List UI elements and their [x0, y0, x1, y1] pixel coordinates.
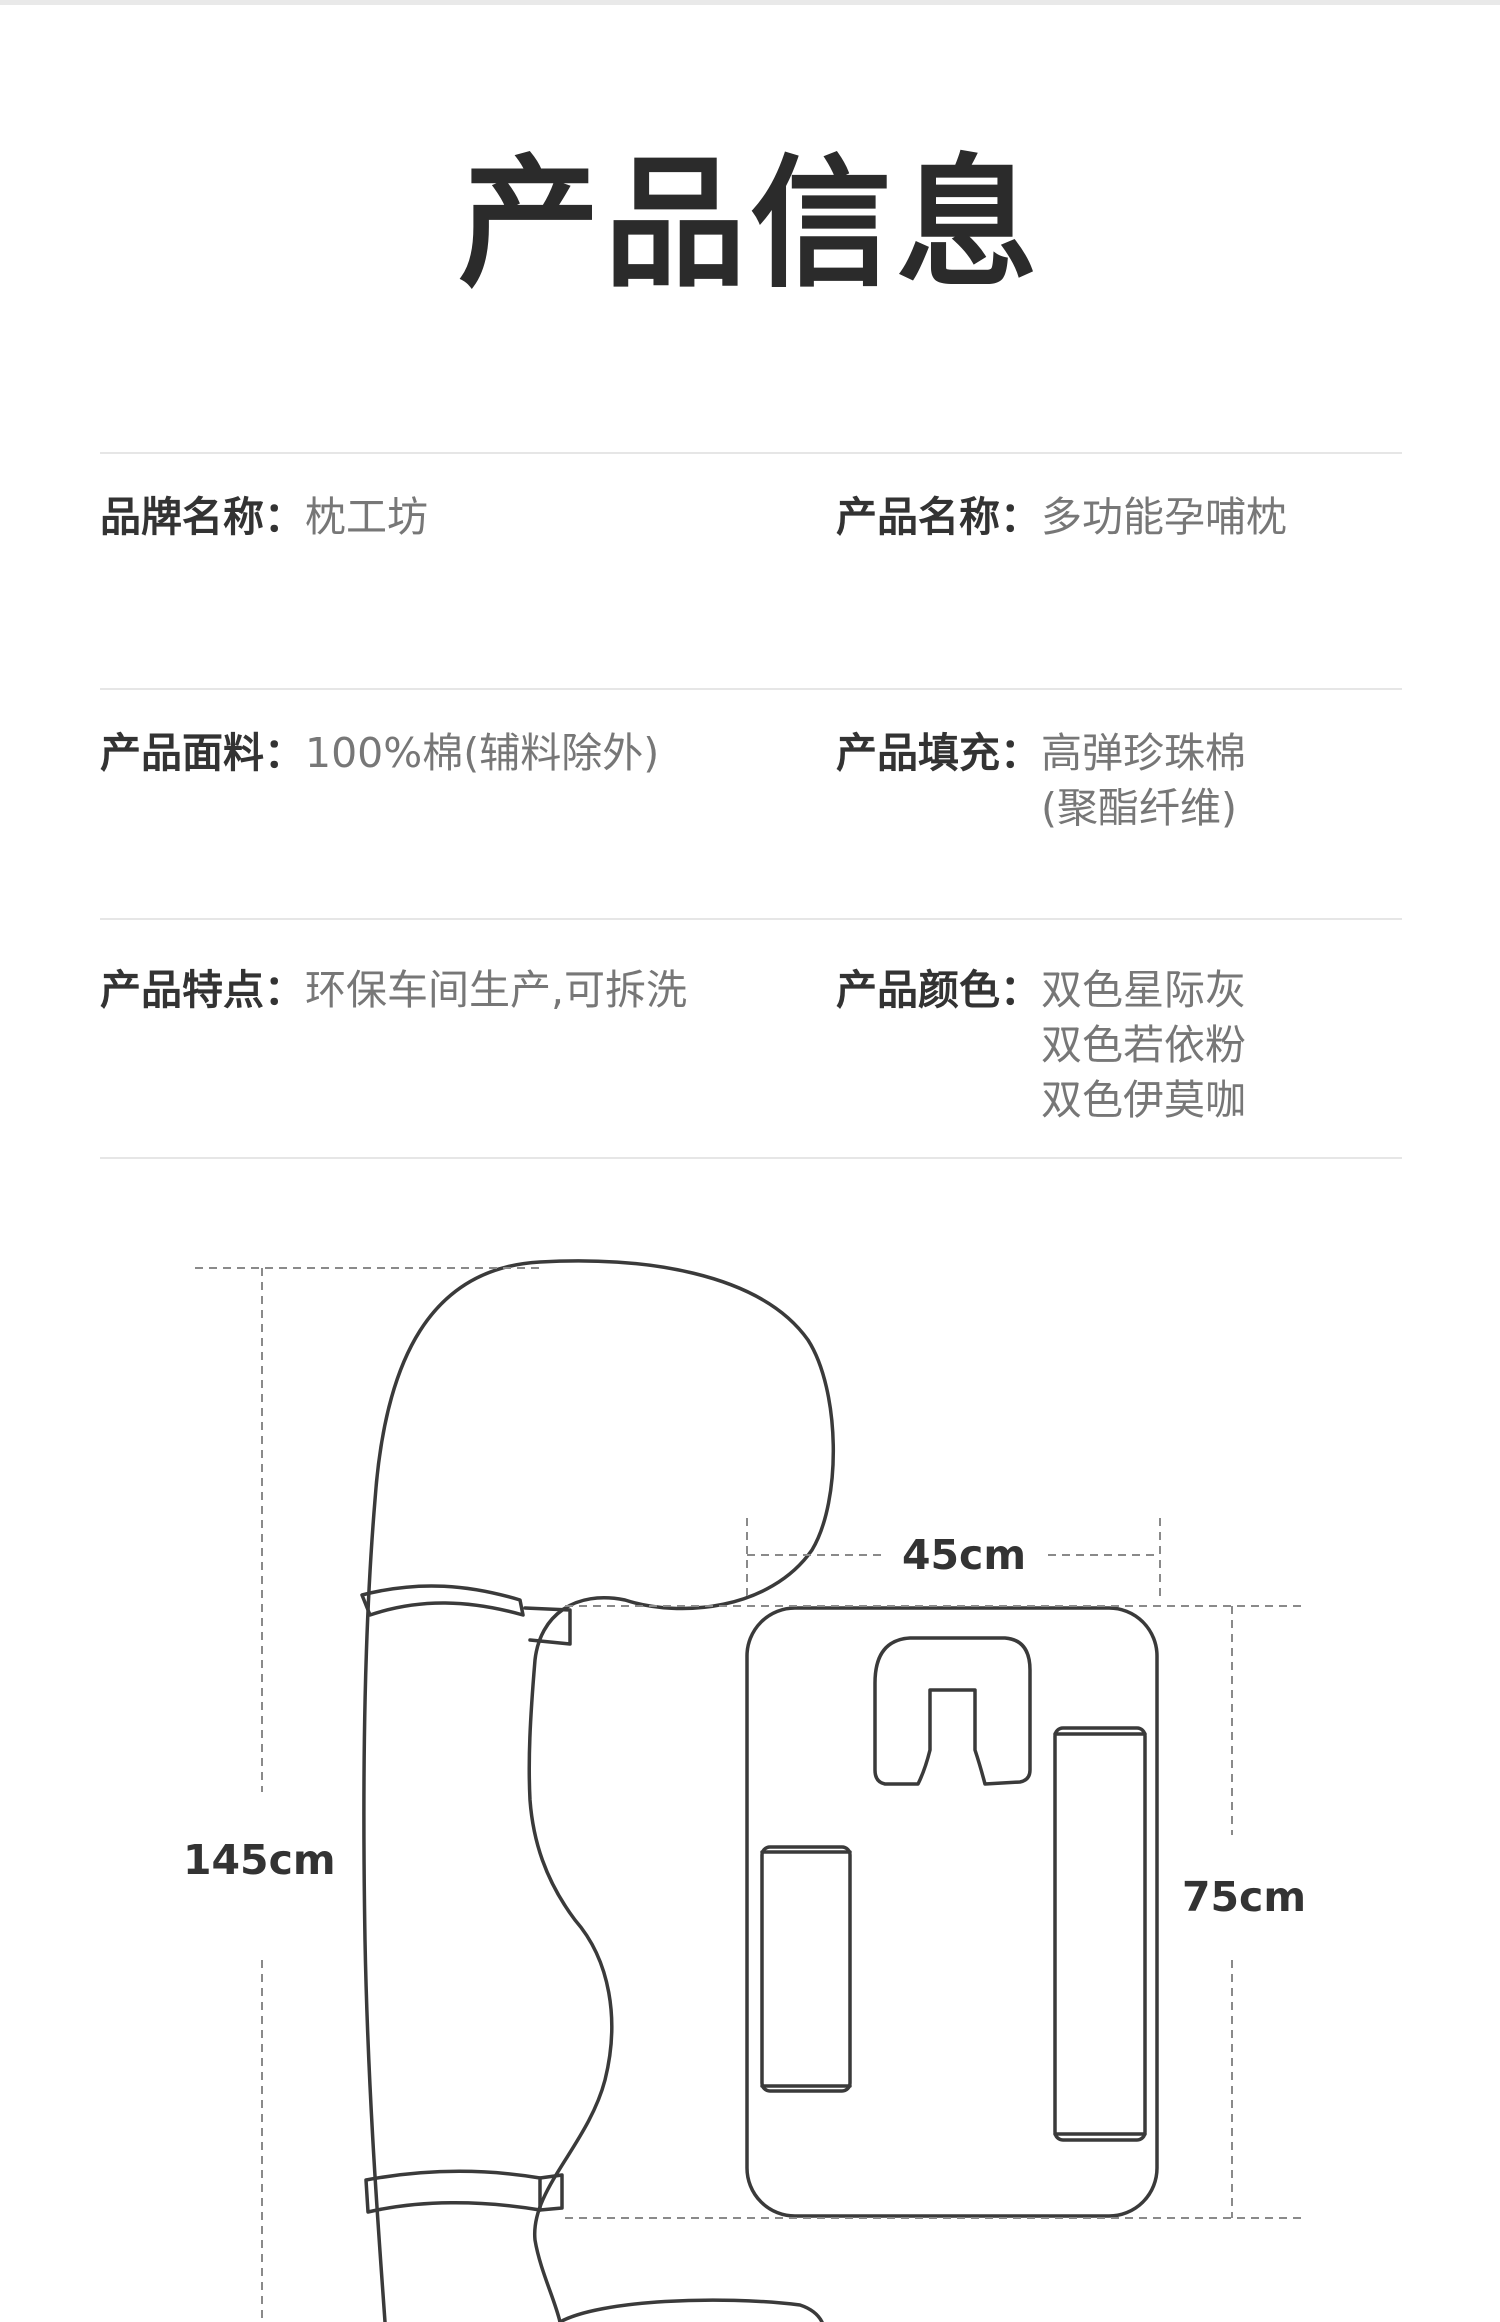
bottom-strap: [364, 2169, 542, 2214]
spec-colors-value: 双色星际灰 双色若依粉 双色伊莫咖: [1041, 963, 1246, 1128]
spec-colors: 产品颜色： 双色星际灰 双色若依粉 双色伊莫咖: [836, 963, 1246, 1128]
spec-brand-label: 品牌名称：: [100, 493, 305, 541]
spec-brand: 品牌名称： 枕工坊: [100, 490, 428, 545]
dimension-total-length: 145cm: [183, 1836, 336, 1884]
spec-filling-value: 高弹珍珠棉 (聚酯纤维): [1041, 726, 1246, 836]
pad-outline: [745, 1606, 1159, 2218]
dimension-pad-width: 45cm: [902, 1531, 1027, 1579]
spec-colors-label: 产品颜色：: [836, 966, 1041, 1014]
body-pillow-lower-inner: [558, 2298, 824, 2322]
top-divider: [0, 0, 1500, 5]
spec-product-name-label: 产品名称：: [836, 493, 1041, 541]
spec-filling-line: 高弹珍珠棉: [1041, 729, 1246, 777]
spec-fabric: 产品面料： 100%棉(辅料除外): [100, 726, 659, 781]
page-title: 产品信息: [458, 142, 1042, 307]
divider-3: [100, 918, 1402, 920]
head-pillow: [873, 1636, 1032, 1786]
dimension-pad-height: 75cm: [1182, 1873, 1307, 1921]
spec-brand-value: 枕工坊: [305, 493, 428, 541]
body-pillow-outline: [362, 1259, 835, 2322]
divider-2: [100, 688, 1402, 690]
left-roll: [760, 1845, 852, 2093]
top-strap: [360, 1584, 525, 1617]
spec-features: 产品特点： 环保车间生产,可拆洗: [100, 963, 687, 1018]
spec-fabric-value: 100%棉(辅料除外): [305, 729, 660, 777]
divider-4: [100, 1157, 1402, 1159]
divider-1: [100, 452, 1402, 454]
spec-filling: 产品填充： 高弹珍珠棉 (聚酯纤维): [836, 726, 1246, 836]
spec-color-option: 双色星际灰: [1041, 966, 1246, 1014]
spec-features-label: 产品特点：: [100, 966, 305, 1014]
bottom-strap-tab: [538, 2173, 564, 2212]
spec-color-option: 双色伊莫咖: [1041, 1076, 1246, 1124]
spec-features-value: 环保车间生产,可拆洗: [305, 966, 688, 1014]
spec-filling-line: (聚酯纤维): [1041, 784, 1237, 832]
spec-fabric-label: 产品面料：: [100, 729, 305, 777]
spec-filling-label: 产品填充：: [836, 729, 1041, 777]
spec-product-name-value: 多功能孕哺枕: [1041, 493, 1287, 541]
top-strap-tab: [523, 1606, 572, 1646]
spec-color-option: 双色若依粉: [1041, 1021, 1246, 1069]
right-roll: [1053, 1726, 1147, 2142]
spec-product-name: 产品名称： 多功能孕哺枕: [836, 490, 1287, 545]
pillow-dimension-diagram: [195, 1259, 1302, 2322]
